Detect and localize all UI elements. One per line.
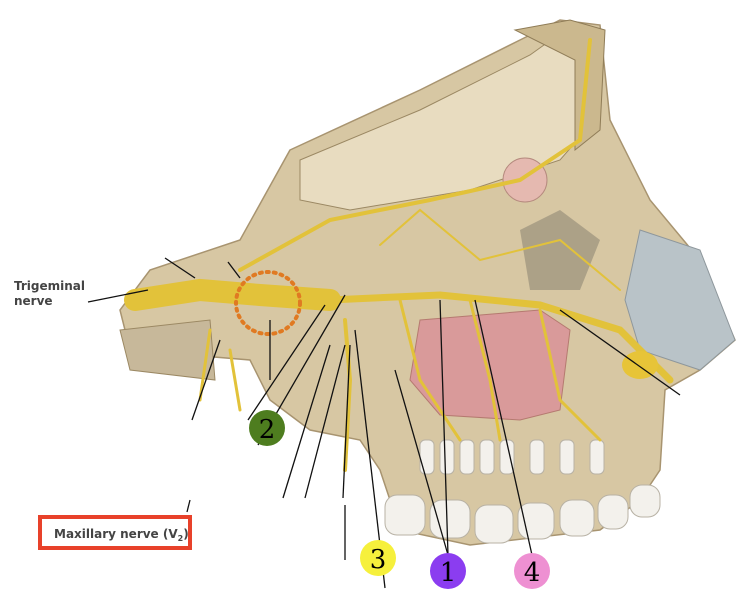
marker-3[interactable]: 3 — [360, 540, 396, 576]
skull-illustration — [119, 19, 736, 546]
svg-text:4: 4 — [524, 558, 541, 588]
marker-4[interactable]: 4 — [514, 553, 550, 589]
svg-text:1: 1 — [440, 558, 457, 588]
trigeminal-nerve-label: Trigeminal nerve — [14, 279, 89, 308]
maxillary-label-highlight-box — [38, 515, 192, 550]
nerve-paths — [124, 38, 674, 472]
svg-text:2: 2 — [259, 415, 276, 445]
marker-2[interactable]: 2 — [249, 410, 285, 446]
ganglion-highlight-ring — [234, 270, 302, 336]
marker-1[interactable]: 1 — [430, 553, 466, 589]
svg-text:3: 3 — [370, 545, 387, 575]
maxillary-nerve-label: Maxillary nerve (V2) — [54, 527, 189, 543]
